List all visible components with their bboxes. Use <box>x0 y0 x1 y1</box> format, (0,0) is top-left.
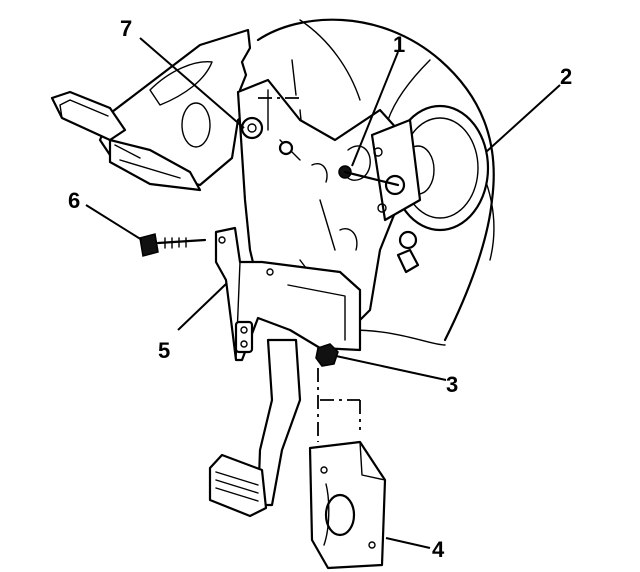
upper-bracket <box>50 28 252 192</box>
callout-2: 2 <box>560 64 572 89</box>
push-rod <box>338 165 400 187</box>
leader-lines <box>85 37 561 549</box>
brake-pedal <box>208 338 302 518</box>
reinforcement-plate <box>308 440 387 570</box>
pedal-bracket <box>214 226 362 362</box>
callout-labels: 1 2 3 4 5 6 7 <box>68 16 572 562</box>
nut <box>315 343 339 367</box>
pivot-bolt <box>240 97 300 156</box>
callout-6: 6 <box>68 188 80 213</box>
callout-7: 7 <box>120 16 132 41</box>
callout-3: 3 <box>446 372 458 397</box>
callout-1: 1 <box>393 32 405 57</box>
callout-5: 5 <box>158 338 170 363</box>
callout-4: 4 <box>432 537 445 562</box>
brake-booster <box>370 104 490 274</box>
bolt <box>139 233 207 257</box>
assembly-lines <box>317 368 361 442</box>
